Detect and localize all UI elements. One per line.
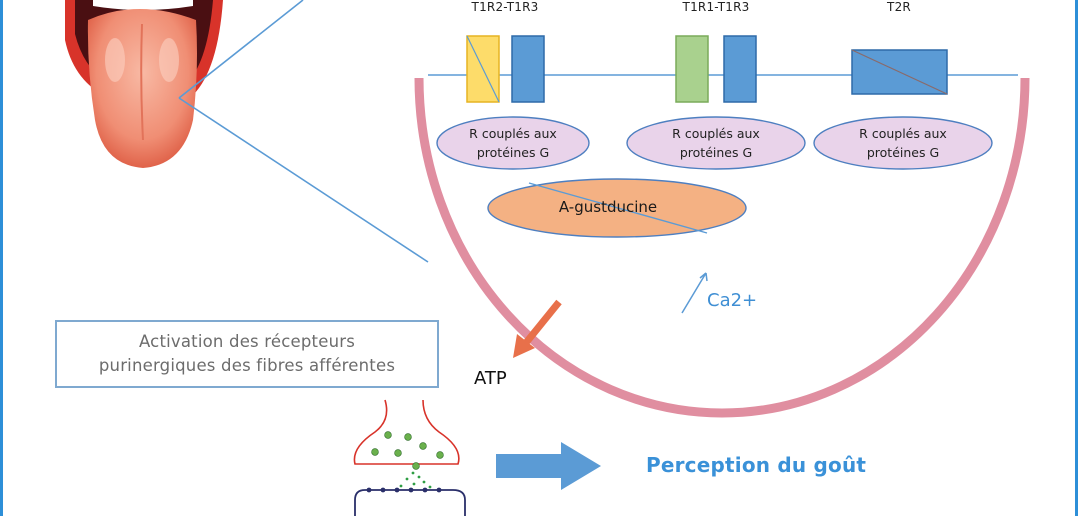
g-protein-ellipse-2 — [626, 116, 806, 170]
receptor-t2r — [851, 49, 948, 95]
gustducin-label: A-gustducine — [558, 198, 658, 216]
tongue-illustration — [65, 0, 223, 168]
g-protein-text-2: R couplés aux protéines G — [646, 124, 786, 162]
activation-line2: purinergiques des fibres afférentes — [98, 356, 396, 375]
synapse-postsynaptic — [354, 487, 466, 516]
calcium-label: Ca2+ — [707, 290, 758, 311]
diagram-canvas — [65, 0, 1030, 516]
g-protein-text-1-line2: protéines G — [476, 145, 550, 160]
calcium-arrow — [681, 272, 708, 314]
g-protein-text-2-line1: R couplés aux — [672, 126, 760, 141]
zoom-line-bottom — [178, 97, 429, 263]
receptor-t1r2-t1r3 — [466, 35, 545, 103]
activation-line1: Activation des récepteurs — [138, 332, 356, 351]
perception-label: Perception du goût — [646, 453, 867, 477]
receptor-label-t1r2-t1r3: T1R2-T1R3 — [471, 0, 539, 14]
receptor-t1r1-t1r3 — [675, 35, 757, 103]
g-protein-text-1-line1: R couplés aux — [469, 126, 557, 141]
g-protein-ellipse-3 — [813, 116, 993, 170]
receptor-label-t1r1-t1r3: T1R1-T1R3 — [682, 0, 750, 14]
g-protein-text-2-line2: protéines G — [679, 145, 753, 160]
atp-label: ATP — [474, 368, 507, 389]
taste-cell-membrane — [414, 77, 1030, 418]
zoom-line-top — [178, 0, 304, 99]
synapse-presynaptic — [353, 399, 460, 489]
g-protein-ellipse-1 — [436, 116, 590, 170]
g-protein-text-3-line1: R couplés aux — [859, 126, 947, 141]
receptor-label-t2r: T2R — [887, 0, 911, 14]
atp-arrow — [513, 299, 562, 358]
perception-arrow — [496, 442, 601, 490]
g-protein-text-1: R couplés aux protéines G — [443, 124, 583, 162]
activation-box: Activation des récepteurs purinergiques … — [55, 320, 439, 388]
gustducin-strike — [528, 182, 708, 234]
g-protein-text-3-line2: protéines G — [866, 145, 940, 160]
g-protein-text-3: R couplés aux protéines G — [833, 124, 973, 162]
